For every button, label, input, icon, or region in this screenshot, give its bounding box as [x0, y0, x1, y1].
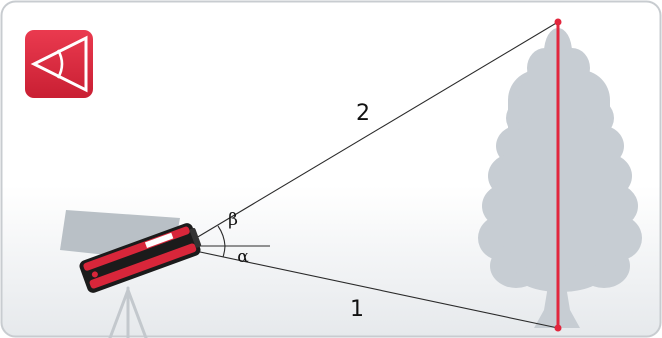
line-upper: [185, 21, 559, 245]
tripod: [108, 286, 148, 338]
line-upper-label: 2: [356, 101, 370, 126]
tree-silhouette: [478, 28, 642, 328]
top-target-point: [554, 18, 562, 26]
angle-beta-label: β: [228, 210, 238, 230]
line-lower-label: 1: [350, 297, 364, 322]
angle-arc-lower: [222, 245, 226, 258]
laser-distance-meter: [79, 223, 202, 293]
base-target-point: [554, 324, 562, 332]
angle-arc-upper: [217, 225, 226, 247]
line-lower: [185, 248, 559, 329]
angle-alpha-label: α: [237, 247, 249, 267]
indirect-height-function-icon: [25, 30, 93, 98]
